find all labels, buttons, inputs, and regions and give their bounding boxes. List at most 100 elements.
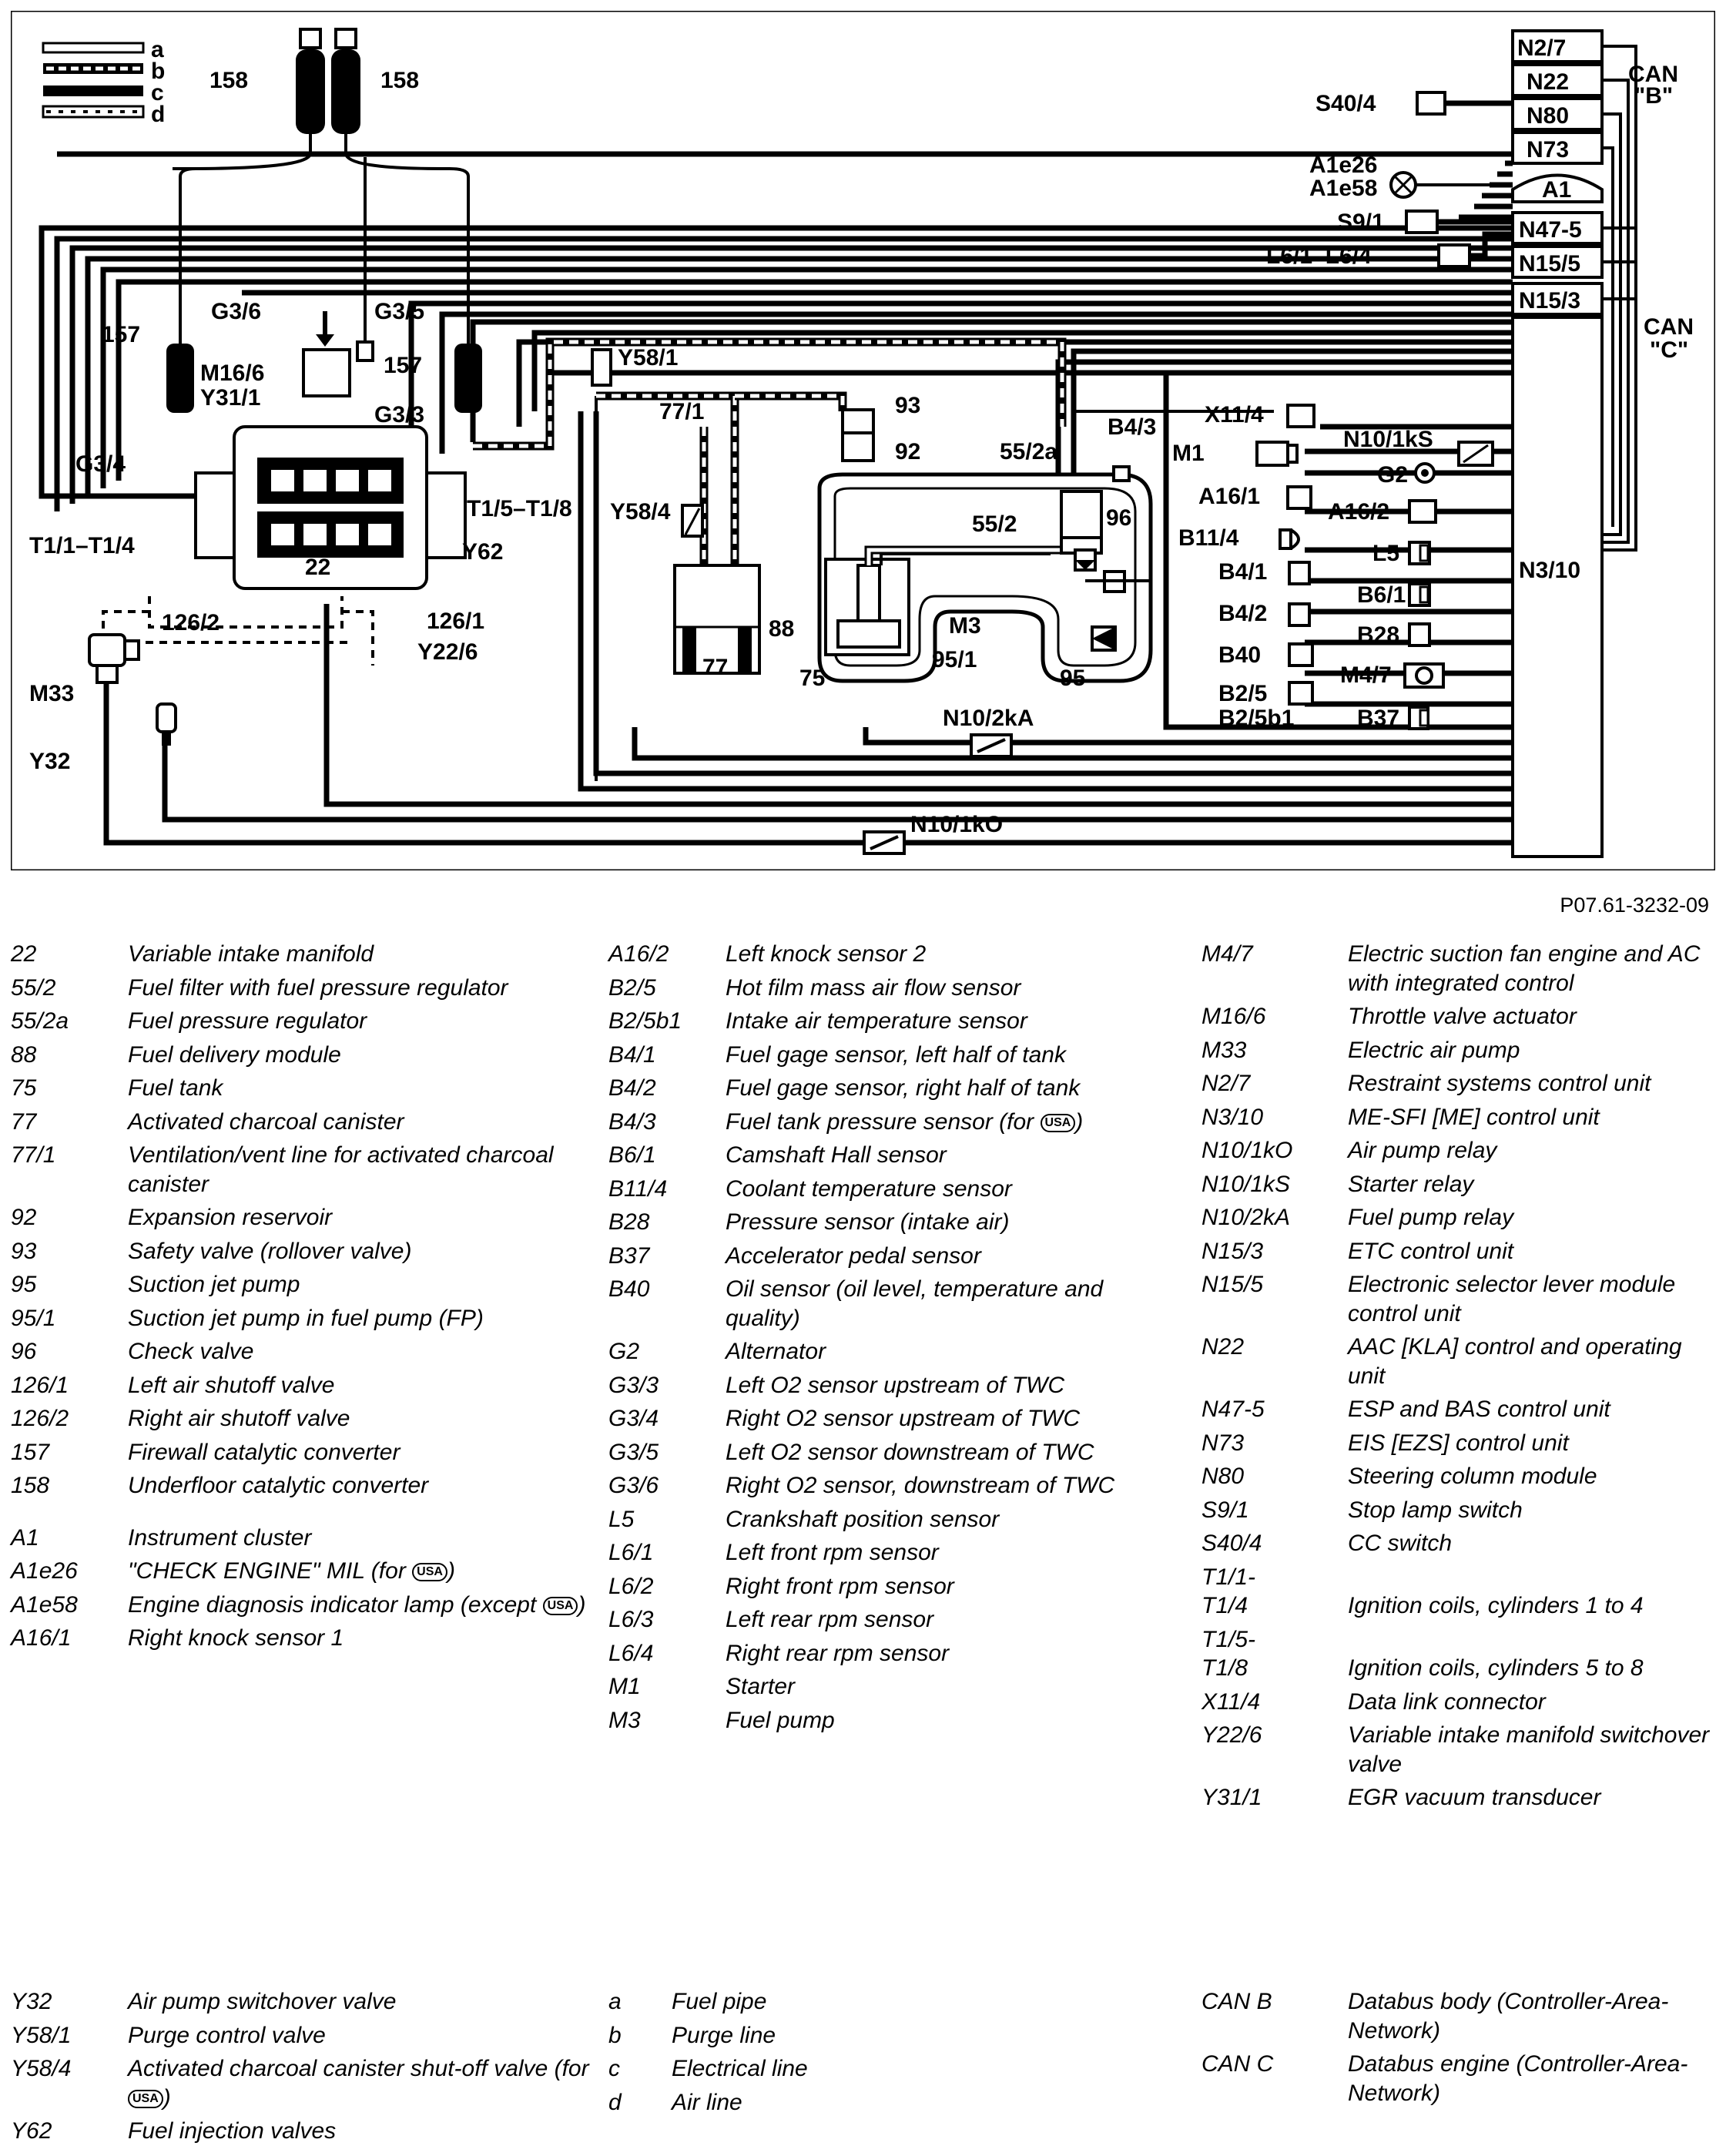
legend-description: CC switch [1348, 1531, 1453, 1556]
legend-code: G2 [608, 1339, 640, 1364]
label-a1: A1 [1542, 177, 1571, 203]
purge-system [473, 337, 1067, 781]
legend-code: N10/1kO [1201, 1138, 1293, 1163]
legend-description: Fuel pump relay [1348, 1205, 1514, 1230]
legend-description: "CHECK ENGINE" MIL (for USA) [128, 1558, 455, 1584]
legend-description: Air pump relay [1348, 1138, 1497, 1163]
legend-code: M4/7 [1201, 941, 1253, 967]
legend-code: B40 [608, 1276, 650, 1302]
legend-description: Fuel filter with fuel pressure regulator [128, 974, 508, 1001]
legend-code: B2/5b1 [608, 1008, 682, 1034]
legend-code: T1/1- T1/4 [1201, 1564, 1256, 1619]
legend-description: Starter [726, 1674, 796, 1699]
label-88: 88 [769, 616, 794, 642]
legend-code: G3/5 [608, 1439, 659, 1465]
label-158-right: 158 [380, 68, 419, 93]
label-l5: L5 [1372, 541, 1399, 566]
legend-code: N10/2kA [1201, 1205, 1291, 1230]
usa-version-icon: USA [412, 1563, 447, 1582]
label-n47-5: N47-5 [1519, 217, 1582, 243]
legend-description: Left knock sensor 2 [726, 941, 927, 967]
legend-description: Instrument cluster [128, 1524, 312, 1551]
usa-version-icon: USA [128, 2089, 163, 2108]
legend-code: L6/2 [608, 1573, 654, 1599]
label-n10-2ka: N10/2kA [943, 706, 1034, 731]
legend-description: Right knock sensor 1 [128, 1625, 344, 1651]
label-g2: G2 [1377, 462, 1408, 488]
label-75: 75 [799, 666, 825, 691]
label-b40: B40 [1218, 642, 1261, 668]
legend-code: N15/3 [1201, 1238, 1264, 1264]
label-m33: M33 [29, 681, 74, 706]
label-n73: N73 [1527, 137, 1569, 163]
legend-code: L5 [608, 1506, 635, 1532]
legend-code: M3 [608, 1707, 641, 1733]
legend-description: Suction jet pump in fuel pump (FP) [128, 1305, 484, 1331]
label-m3: M3 [949, 613, 981, 639]
legend-code: 77/1 [11, 1142, 56, 1168]
label-g3-4: G3/4 [75, 451, 126, 477]
legend-entry: A1e26"CHECK ENGINE" MIL (for USA) [11, 1557, 596, 1586]
legend-code: a [608, 1989, 622, 2014]
legend-description: Fuel pipe [672, 1989, 767, 2014]
usa-version-icon: USA [542, 1596, 578, 1615]
legend-description: Ventilation/vent line for activated char… [128, 1142, 554, 1197]
legend-description: Fuel gage sensor, left half of tank [726, 1041, 1066, 1068]
legend-description: Electric air pump [1348, 1037, 1520, 1063]
legend-description: Alternator [726, 1339, 826, 1364]
legend-description: Air pump switchover valve [128, 1989, 397, 2014]
label-n15-5: N15/5 [1519, 251, 1580, 277]
legend-code: B11/4 [608, 1175, 668, 1202]
legend-code: G3/3 [608, 1372, 659, 1398]
label-n10-1ko: N10/1kO [910, 812, 1003, 837]
legend-description: ESP and BAS control unit [1348, 1397, 1610, 1422]
legend-entry: 77/1 Ventilation/vent line for activated … [11, 1141, 596, 1199]
legend-code: B28 [608, 1209, 650, 1235]
fuel-tank-system [817, 410, 1274, 683]
legend-description: Purge line [672, 2022, 776, 2048]
legend-description: AAC [KLA] control and operating unit [1348, 1334, 1682, 1389]
legend-code: M33 [1201, 1037, 1247, 1063]
label-55-2: 55/2 [972, 511, 1017, 537]
legend-description: ME-SFI [ME] control unit [1348, 1104, 1600, 1130]
legend-code: 126/1 [11, 1372, 69, 1398]
legend-description: Fuel tank pressure sensor (for USA) [726, 1108, 1084, 1135]
label-77: 77 [702, 655, 728, 680]
label-b37: B37 [1357, 706, 1399, 731]
label-can-b-2: "B" [1634, 83, 1673, 109]
label-m4-7: M4/7 [1340, 662, 1392, 688]
label-a16-2: A16/2 [1328, 499, 1389, 525]
legend-description: Hot film mass air flow sensor [726, 974, 1021, 1001]
legend-description: Right front rpm sensor [726, 1573, 954, 1599]
legend-description: Crankshaft position sensor [726, 1506, 1000, 1532]
legend-code: G3/4 [608, 1406, 659, 1431]
legend-description: Fuel pressure regulator [128, 1008, 367, 1034]
label-b6-1: B6/1 [1357, 582, 1406, 608]
legend-entry: L6/2 Right front rpm sensor [608, 1572, 1148, 1601]
label-s40-4: S40/4 [1315, 91, 1376, 116]
label-158-left: 158 [209, 68, 248, 93]
legend-code: A1e58 [11, 1591, 78, 1618]
legend-description: Left O2 sensor upstream of TWC [726, 1372, 1065, 1398]
legend-description: Camshaft Hall sensor [726, 1142, 947, 1168]
legend-entry: G3/3 Left O2 sensor upstream of TWC [608, 1371, 1148, 1400]
